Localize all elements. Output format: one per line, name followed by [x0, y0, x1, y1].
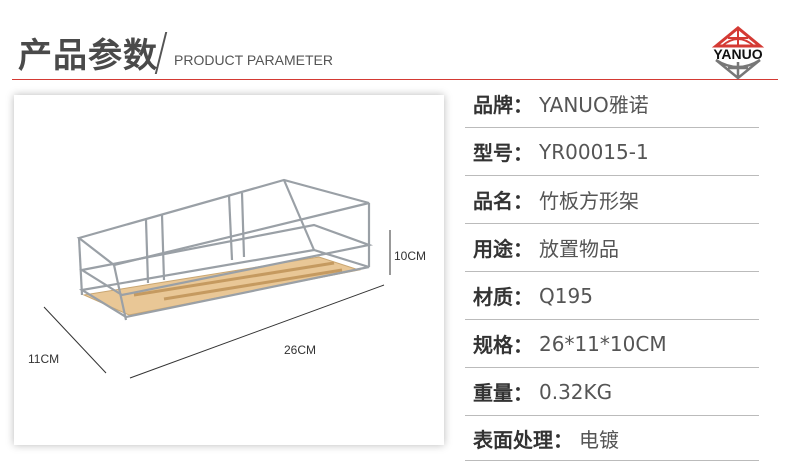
param-row-name: 品名：竹板方形架 [465, 176, 759, 224]
param-value: 26*11*10CM [539, 331, 667, 356]
param-row-usage: 用途：放置物品 [465, 224, 759, 272]
param-label: 型号： [473, 141, 533, 165]
param-value: 0.32KG [539, 379, 613, 404]
param-label: 用途： [473, 237, 533, 261]
logo-text: YANUO [713, 46, 762, 62]
param-row-finish: 表面处理：电镀 [465, 416, 759, 461]
param-row-size: 规格：26*11*10CM [465, 320, 759, 368]
param-label: 表面处理： [473, 427, 573, 452]
length-dimension: 26CM [284, 343, 317, 357]
yanuo-logo: YANUO [711, 26, 765, 80]
rack-illustration [43, 178, 391, 379]
param-value: YANUO雅诺 [539, 93, 649, 117]
page-subtitle: PRODUCT PARAMETER [174, 52, 333, 68]
param-label: 规格： [473, 333, 533, 357]
param-row-weight: 重量：0.32KG [465, 368, 759, 416]
width-dimension: 11CM [28, 352, 60, 366]
param-value: 放置物品 [539, 237, 619, 261]
param-label: 材质： [473, 285, 533, 309]
param-value: 竹板方形架 [539, 189, 639, 213]
param-label: 品名： [473, 189, 533, 213]
page-title: 产品参数 [18, 36, 158, 76]
header-rule [12, 79, 778, 80]
param-value: 电镀 [579, 427, 619, 452]
param-row-material: 材质：Q195 [465, 272, 759, 320]
param-value: YR00015-1 [539, 139, 649, 164]
param-value: Q195 [539, 283, 593, 308]
param-label: 重量： [473, 381, 533, 405]
product-image-panel: 10CM 26CM 11CM [14, 95, 444, 445]
parameter-list: 品牌：YANUO雅诺 型号：YR00015-1 品名：竹板方形架 用途：放置物品… [465, 80, 759, 461]
param-row-brand: 品牌：YANUO雅诺 [465, 80, 759, 128]
param-label: 品牌： [473, 93, 533, 117]
height-dimension: 10CM [394, 249, 427, 263]
param-row-model: 型号：YR00015-1 [465, 128, 759, 176]
